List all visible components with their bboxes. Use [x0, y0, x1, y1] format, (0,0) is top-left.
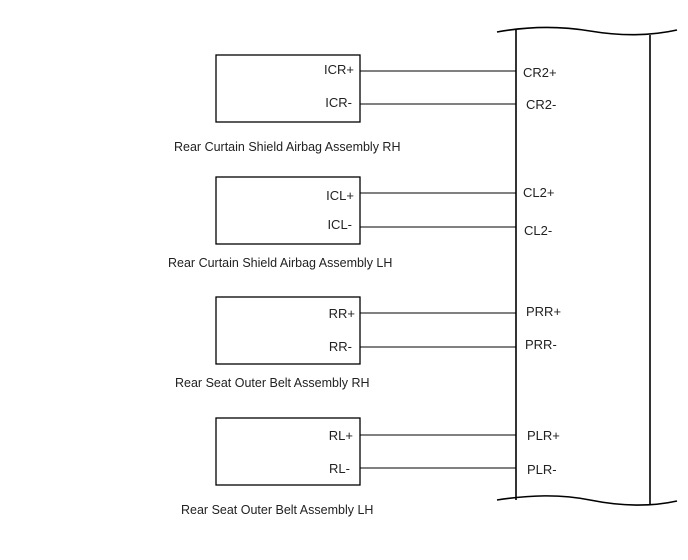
- pin-label-positive: ICR+: [324, 62, 354, 77]
- pin-label-negative: RR-: [329, 339, 352, 354]
- component-rear-curtain-lh: ICL+ ICL- CL2+ CL2- Rear Curtain Shield …: [168, 176, 554, 270]
- pin-label-negative: ICR-: [325, 95, 352, 110]
- connector-label-negative: PLR-: [527, 462, 557, 477]
- component-rear-curtain-rh: ICR+ ICR- CR2+ CR2- Rear Curtain Shield …: [174, 54, 557, 154]
- connector-label-negative: PRR-: [525, 337, 557, 352]
- pin-label-positive: RL+: [329, 428, 353, 443]
- pin-label-negative: RL-: [329, 461, 350, 476]
- component-box: [215, 176, 361, 245]
- component-rear-seat-belt-lh: RL+ RL- PLR+ PLR- Rear Seat Outer Belt A…: [181, 417, 560, 517]
- pin-label-negative: ICL-: [327, 217, 352, 232]
- pin-label-positive: ICL+: [326, 188, 354, 203]
- ecu-bottom-break-line: [496, 495, 678, 506]
- connector-label-negative: CR2-: [526, 97, 556, 112]
- component-caption: Rear Seat Outer Belt Assembly LH: [181, 503, 373, 517]
- connector-label-positive: CR2+: [523, 65, 557, 80]
- component-caption: Rear Seat Outer Belt Assembly RH: [175, 376, 370, 390]
- connector-label-negative: CL2-: [524, 223, 552, 238]
- pin-label-positive: RR+: [329, 306, 355, 321]
- airbag-ecu-block: [496, 26, 678, 506]
- component-box: [215, 417, 361, 486]
- component-box: [215, 296, 361, 365]
- connector-label-positive: PLR+: [527, 428, 560, 443]
- connector-label-positive: PRR+: [526, 304, 561, 319]
- ecu-top-break-line: [496, 26, 678, 36]
- component-caption: Rear Curtain Shield Airbag Assembly LH: [168, 256, 392, 270]
- component-box: [215, 54, 361, 123]
- component-caption: Rear Curtain Shield Airbag Assembly RH: [174, 140, 401, 154]
- component-rear-seat-belt-rh: RR+ RR- PRR+ PRR- Rear Seat Outer Belt A…: [175, 296, 561, 390]
- connector-label-positive: CL2+: [523, 185, 554, 200]
